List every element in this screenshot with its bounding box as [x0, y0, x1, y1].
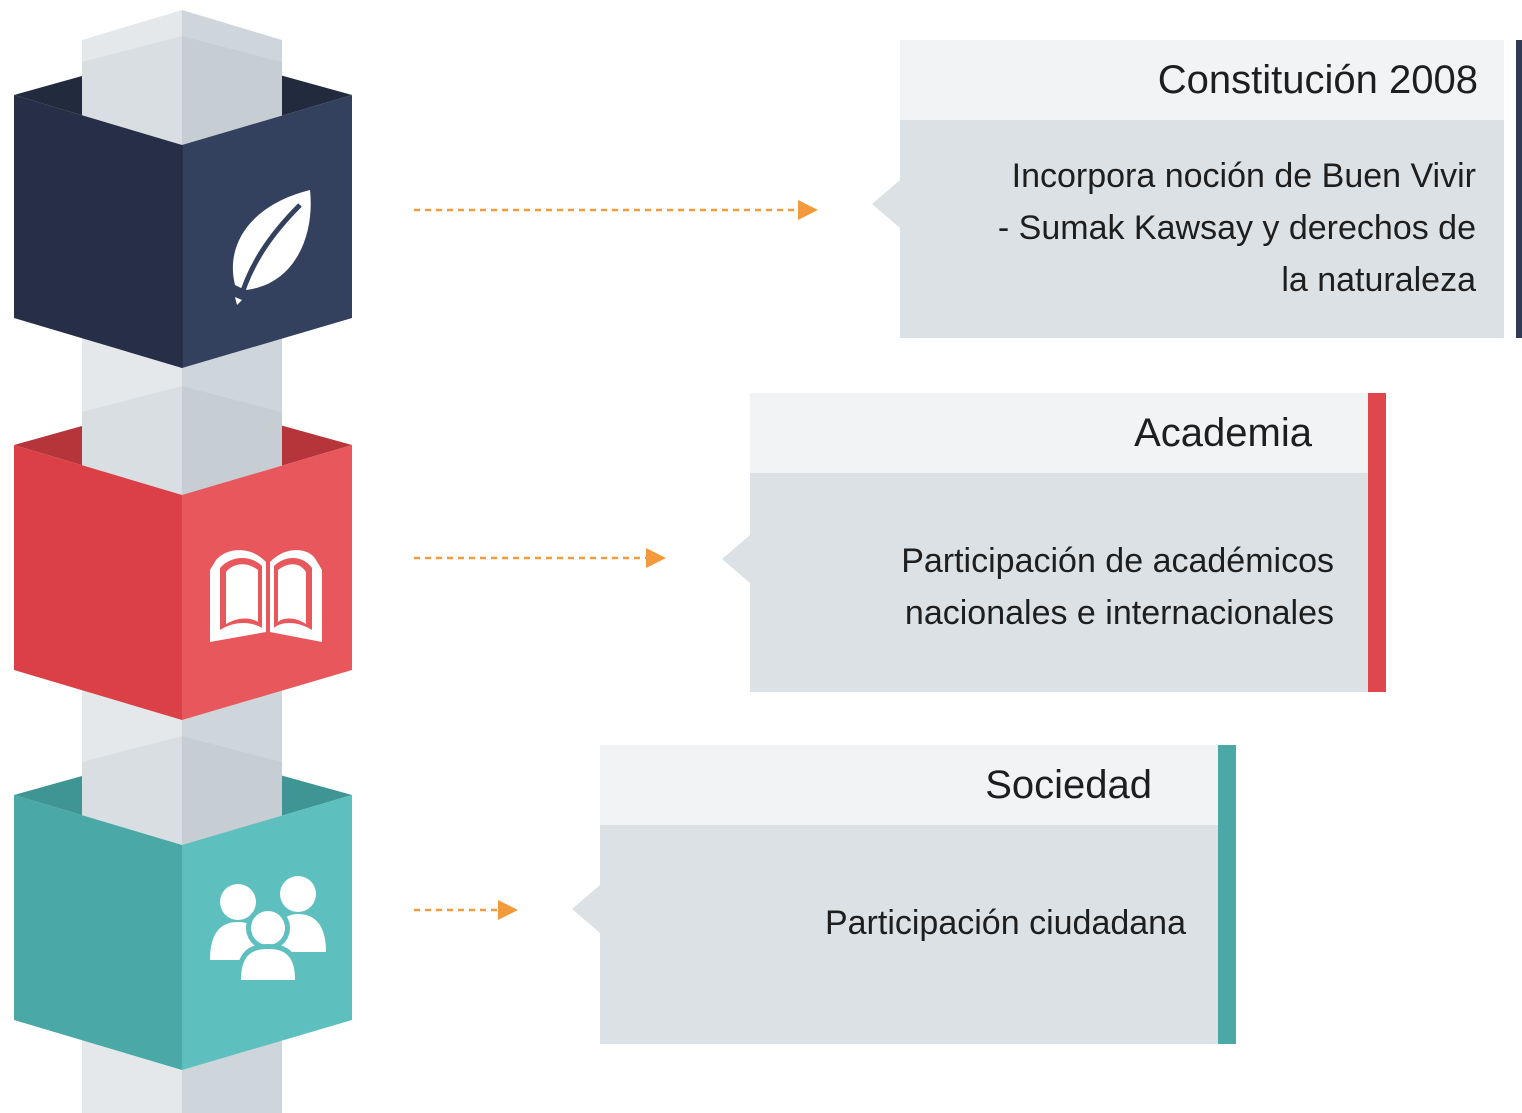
leaf-icon — [232, 190, 311, 305]
card-header — [600, 745, 1218, 825]
card-pointer — [872, 180, 900, 228]
card-text: Participación de académicos nacionales e… — [901, 542, 1334, 632]
card-academia: Academia Participación de académicos nac… — [722, 393, 1386, 692]
open-book-icon — [210, 550, 322, 642]
card-constitucion: Constitución 2008 Incorpora noción de Bu… — [872, 40, 1522, 338]
cube-navy — [14, 36, 352, 368]
card-body — [750, 473, 1368, 692]
card-text: Incorpora noción de Buen Vivir - Sumak K… — [997, 157, 1476, 299]
card-sociedad: Sociedad Participación ciudadana — [572, 745, 1236, 1044]
card-title: Academia — [1134, 411, 1312, 455]
arrow-1 — [414, 200, 818, 220]
accent-bar — [1218, 745, 1236, 1044]
card-title: Constitución 2008 — [1157, 58, 1478, 102]
card-header — [750, 393, 1368, 473]
card-header — [900, 40, 1504, 120]
accent-bar — [1368, 393, 1386, 692]
cube-red — [14, 386, 352, 720]
people-group-icon — [210, 876, 326, 982]
card-title: Sociedad — [985, 763, 1152, 807]
card-body — [900, 120, 1504, 338]
card-body — [600, 825, 1218, 1044]
cube-teal — [14, 736, 352, 1070]
card-pointer — [572, 885, 600, 933]
accent-bar — [1516, 40, 1522, 338]
arrow-2 — [414, 548, 666, 568]
card-pointer — [722, 535, 750, 583]
arrow-3 — [414, 900, 518, 920]
card-text: Participación ciudadana — [824, 904, 1186, 942]
